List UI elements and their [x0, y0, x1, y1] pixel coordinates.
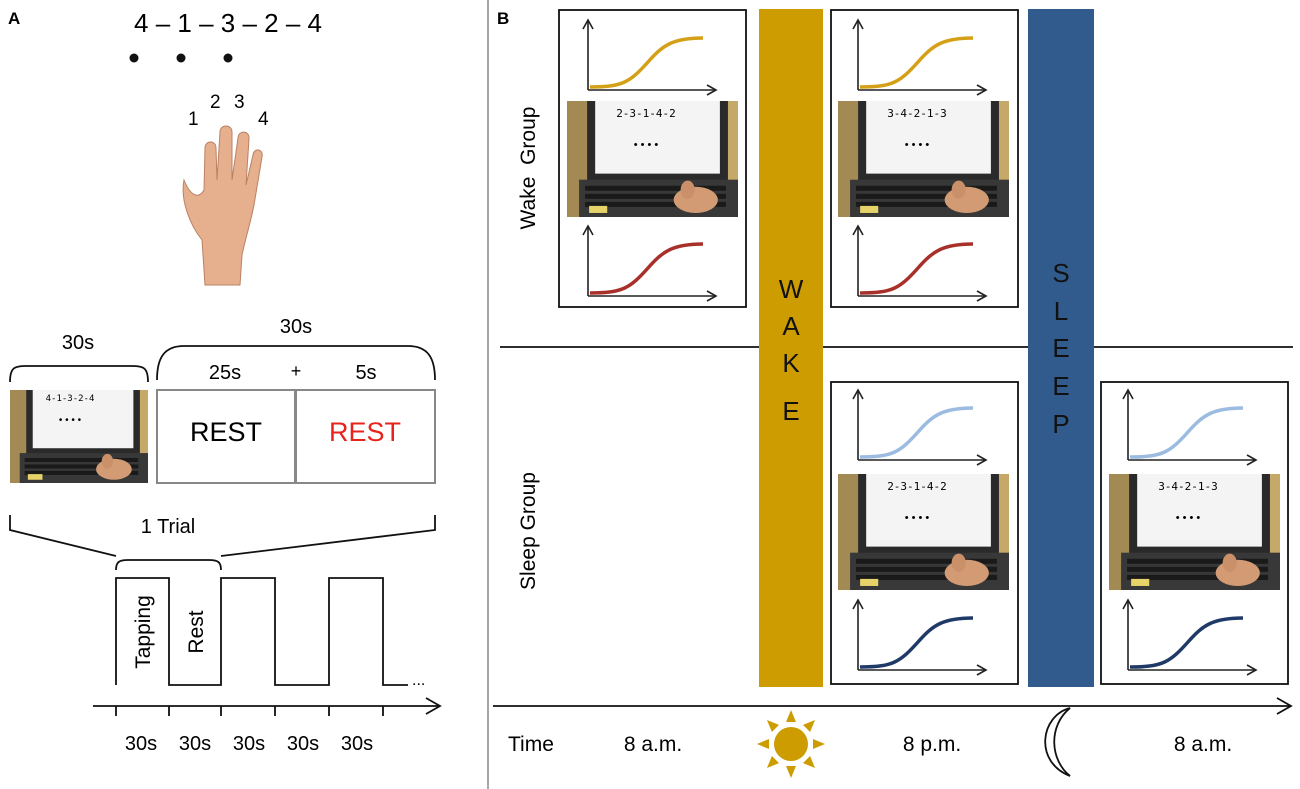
axis-tick-2: 30s [179, 733, 211, 755]
time-8am-end: 8 a.m. [1174, 733, 1232, 756]
sleep-group-label: Sleep Group [517, 472, 540, 590]
time-axis-label: Time [508, 733, 554, 756]
panel-b-label: B [497, 9, 509, 28]
screen-dots-sleep-2: • • • • [1176, 512, 1201, 524]
task-brace [9, 365, 149, 383]
finger-number-2: 2 [210, 92, 221, 113]
sleep-group-session-1: 2-3-1-4-2 • • • • [830, 381, 1019, 685]
wake-group-session-1: 2-3-1-4-2 • • • • [558, 9, 747, 308]
rest-part2-label: 5s [355, 362, 376, 384]
panel-b-time-axis [493, 697, 1293, 715]
wake-group-label: Wake Group [517, 107, 540, 230]
rest-box-5s [295, 389, 436, 484]
finger-number-1: 1 [188, 109, 199, 130]
screen-seq-sleep-1: 2-3-1-4-2 [887, 480, 947, 493]
trial-brace [115, 559, 222, 571]
panel-a-label: A [8, 9, 20, 28]
sleep-group-session-2: 3-4-2-1-3 • • • • [1100, 381, 1289, 685]
rest-label-red: REST [329, 417, 401, 447]
wake-bar-text: W A K E [779, 274, 804, 426]
sequence-dots [129, 53, 233, 63]
rest-label-black: REST [190, 417, 262, 447]
finger-number-4: 4 [258, 109, 269, 130]
wake-period-bar [759, 9, 823, 687]
sun-icon [757, 710, 825, 778]
hand-illustration [182, 125, 263, 286]
panel-a-time-axis [93, 697, 442, 716]
sleep-bar-text: S L E E P [1052, 258, 1069, 439]
svg-text:P: P [1052, 409, 1069, 439]
svg-text:E: E [1052, 333, 1069, 363]
time-8pm: 8 p.m. [903, 733, 961, 756]
rest-block-label: Rest [185, 610, 208, 653]
screen-seq-sleep-2: 3-4-2-1-3 [1158, 480, 1218, 493]
finger-sequence: 4 – 1 – 3 – 2 – 4 [134, 8, 322, 38]
finger-numbers: 1 2 3 4 [188, 92, 269, 130]
time-8am-start: 8 a.m. [624, 733, 682, 756]
svg-text:A: A [782, 311, 800, 341]
svg-text:L: L [1054, 296, 1068, 326]
svg-text:E: E [1052, 371, 1069, 401]
screen-seq-wake-2: 3-4-2-1-3 [887, 107, 947, 120]
screen-seq-wake-1: 2-3-1-4-2 [616, 107, 676, 120]
svg-text:E: E [782, 396, 799, 426]
tapping-block-label: Tapping [132, 595, 155, 669]
screen-dots-sleep-1: • • • • [905, 512, 930, 524]
axis-tick-4: 30s [287, 733, 319, 755]
svg-text:S: S [1052, 258, 1069, 288]
panel-a-axis-ticks: 30s 30s 30s 30s 30s [125, 733, 373, 755]
wake-group-session-2: 3-4-2-1-3 • • • • [830, 9, 1019, 308]
trial-label: 1 Trial [141, 516, 195, 538]
task-screen-dots: • • • • [59, 415, 82, 426]
svg-text:K: K [782, 348, 800, 378]
rest-duration-label: 30s [280, 316, 312, 338]
axis-tick-5: 30s [341, 733, 373, 755]
axis-tick-1: 30s [125, 733, 157, 755]
task-screen-text: 4-1-3-2-4 [46, 394, 95, 404]
screen-dots-wake-2: • • • • [905, 139, 930, 151]
sleep-period-bar [1028, 9, 1094, 687]
trial-zoom-bracket [9, 515, 436, 557]
block-waveform [115, 577, 408, 686]
task-screen-photo: 4-1-3-2-4 • • • • [10, 390, 148, 483]
screen-dots-wake-1: • • • • [634, 139, 659, 151]
rest-part1-label: 25s [209, 362, 241, 384]
svg-text:W: W [779, 274, 804, 304]
ellipsis: ... [412, 672, 425, 689]
finger-number-3: 3 [234, 92, 245, 113]
rest-brace [156, 345, 436, 381]
task-duration-label: 30s [62, 332, 94, 354]
moon-icon [1044, 707, 1071, 777]
plus-sign: + [291, 361, 302, 381]
axis-tick-3: 30s [233, 733, 265, 755]
